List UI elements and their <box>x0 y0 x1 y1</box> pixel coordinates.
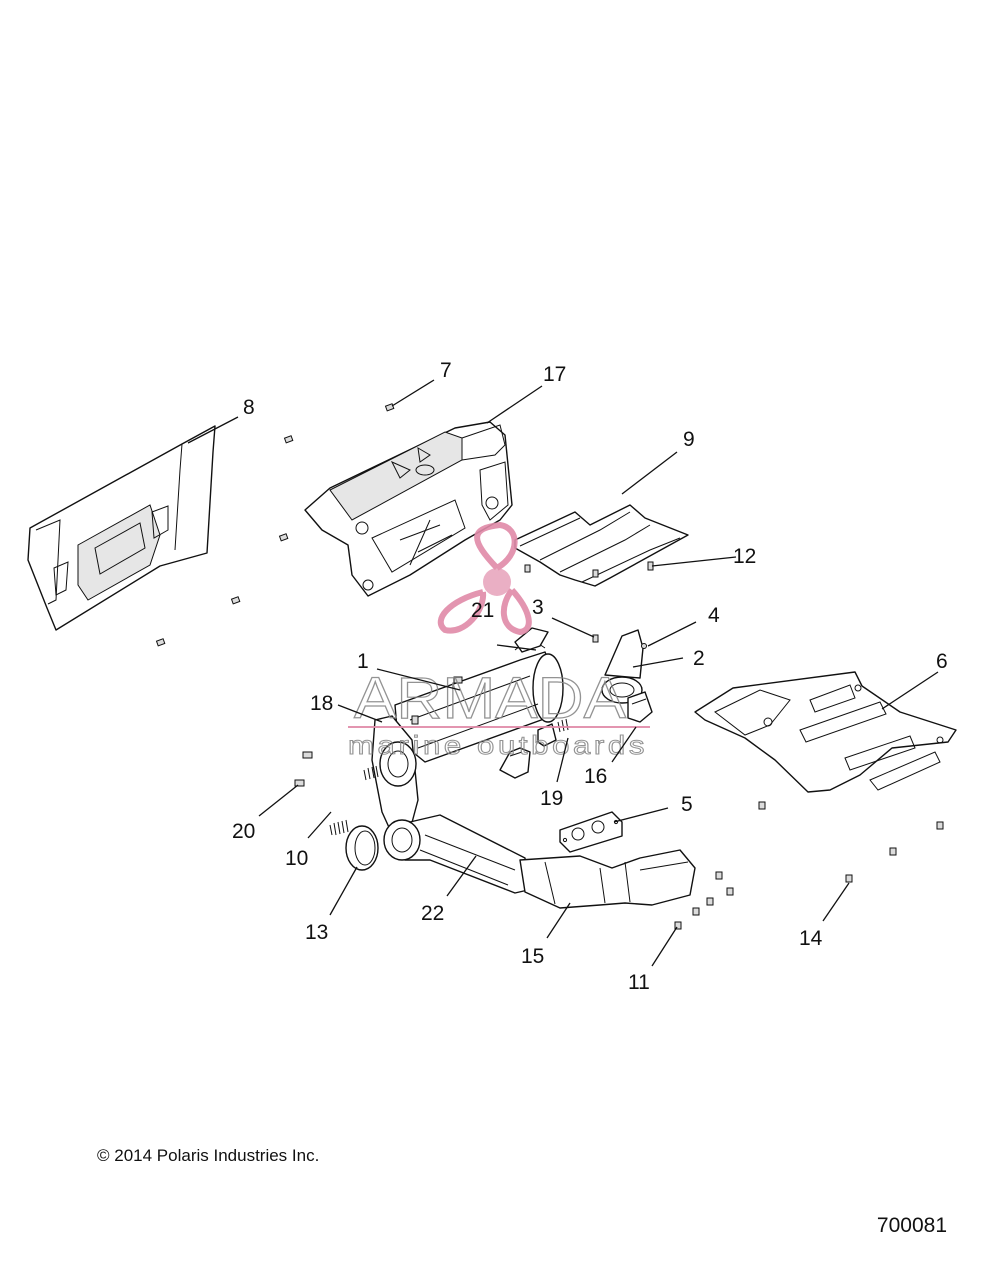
callout-22: 22 <box>421 902 444 925</box>
callout-6: 6 <box>936 650 948 673</box>
callout-7: 7 <box>440 359 452 382</box>
part-16-mount <box>627 691 653 723</box>
callout-17: 17 <box>543 363 566 386</box>
bracket-mount <box>537 723 557 747</box>
callout-4: 4 <box>708 604 720 627</box>
callout-5: 5 <box>681 793 693 816</box>
diagram-id: 700081 <box>876 1214 947 1237</box>
callout-9: 9 <box>683 428 695 451</box>
callout-18: 18 <box>310 692 333 715</box>
part-15-head-pipe <box>519 849 696 909</box>
watermark-brand: ARMADA <box>354 666 626 731</box>
propeller-icon <box>437 521 532 636</box>
callout-8: 8 <box>243 396 255 419</box>
rubber-mount <box>499 747 531 779</box>
part-8-heat-shield <box>27 425 216 631</box>
callout-15: 15 <box>521 945 544 968</box>
callout-labels: 1 2 3 4 5 6 7 8 9 10 11 12 13 14 15 16 1… <box>232 359 948 994</box>
copyright-notice: © 2014 Polaris Industries Inc. <box>97 1146 320 1165</box>
part-6-skid-shield <box>694 671 957 793</box>
bolts <box>155 403 944 930</box>
armada-watermark-logo: ARMADA marine outboards <box>348 521 650 761</box>
leader-lines <box>187 379 939 967</box>
callout-20: 20 <box>232 820 255 843</box>
callout-13: 13 <box>305 921 328 944</box>
callout-14: 14 <box>799 927 823 950</box>
callout-1: 1 <box>357 650 369 673</box>
callout-3: 3 <box>532 596 544 619</box>
watermark-tagline: marine outboards <box>348 730 648 760</box>
part-17-heat-shield <box>304 421 513 597</box>
callout-21: 21 <box>471 599 494 622</box>
part-22-pipe <box>383 814 529 894</box>
part-9-corrugated-shield <box>514 504 689 587</box>
callout-12: 12 <box>733 545 756 568</box>
callout-11: 11 <box>628 971 650 994</box>
part-10-spring <box>329 765 379 836</box>
part-18-clamp <box>371 715 419 835</box>
callout-19: 19 <box>540 787 563 810</box>
callout-10: 10 <box>285 847 308 870</box>
callout-16: 16 <box>584 765 607 788</box>
callout-2: 2 <box>693 647 705 670</box>
part-13-seal <box>345 825 379 871</box>
part-5-gasket <box>559 811 623 853</box>
